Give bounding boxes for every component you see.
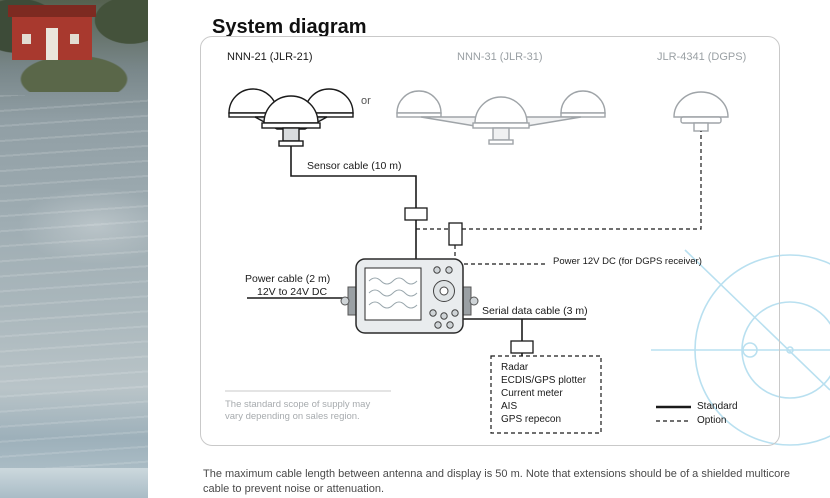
antenna-nnn21-label: NNN-21 (JLR-21) [227,51,313,63]
photo-house-roof [8,5,96,17]
antenna-nnn31-illustration [396,90,606,145]
compass-decoration [651,249,830,446]
diagram-artwork [225,88,729,434]
standard-cables [247,146,586,356]
coastal-photo [0,0,148,498]
scope-note-line1: The standard scope of supply may [225,399,371,410]
device-item-ecdis: ECDIS/GPS plotter [501,375,587,386]
device-item-radar: Radar [501,362,529,373]
legend-option-label: Option [697,415,727,426]
legend-lines [656,405,691,422]
photo-shore-band [0,468,148,498]
sensor-cable-label: Sensor cable (10 m) [307,160,402,172]
power-cable-voltage-label: 12V to 24V DC [257,286,328,298]
system-diagram-panel: NNN-21 (JLR-21) NNN-31 (JLR-31) JLR-4341… [200,36,780,446]
external-devices-box [490,355,602,434]
option-cables [416,131,702,265]
device-item-current-meter: Current meter [501,388,563,399]
footer-note: The maximum cable length between antenna… [203,468,791,495]
legend-standard-label: Standard [697,401,738,412]
cable-connectors [404,207,534,354]
antenna-nnn21-illustration [228,88,354,147]
page-title: System diagram [212,16,367,39]
photo-house-window [22,34,31,44]
photo-red-house [8,5,96,60]
scope-note-line2: vary depending on sales region. [225,411,360,422]
dgps-power-label: Power 12V DC (for DGPS receiver) [553,256,702,267]
antenna-jlr4341-label: JLR-4341 (DGPS) [657,51,747,63]
photo-house-door [46,28,58,60]
antenna-jlr4341-illustration [673,91,729,132]
display-unit-illustration [340,258,479,334]
serial-cable-label: Serial data cable (3 m) [482,305,588,317]
power-cable-label: Power cable (2 m) [245,273,331,285]
antenna-nnn31-label: NNN-31 (JLR-31) [457,51,543,63]
or-label: or [361,95,371,107]
device-item-ais: AIS [501,401,518,412]
photo-water [0,95,148,468]
device-item-gps-repecon: GPS repecon [501,414,562,425]
photo-house-window [70,34,79,44]
